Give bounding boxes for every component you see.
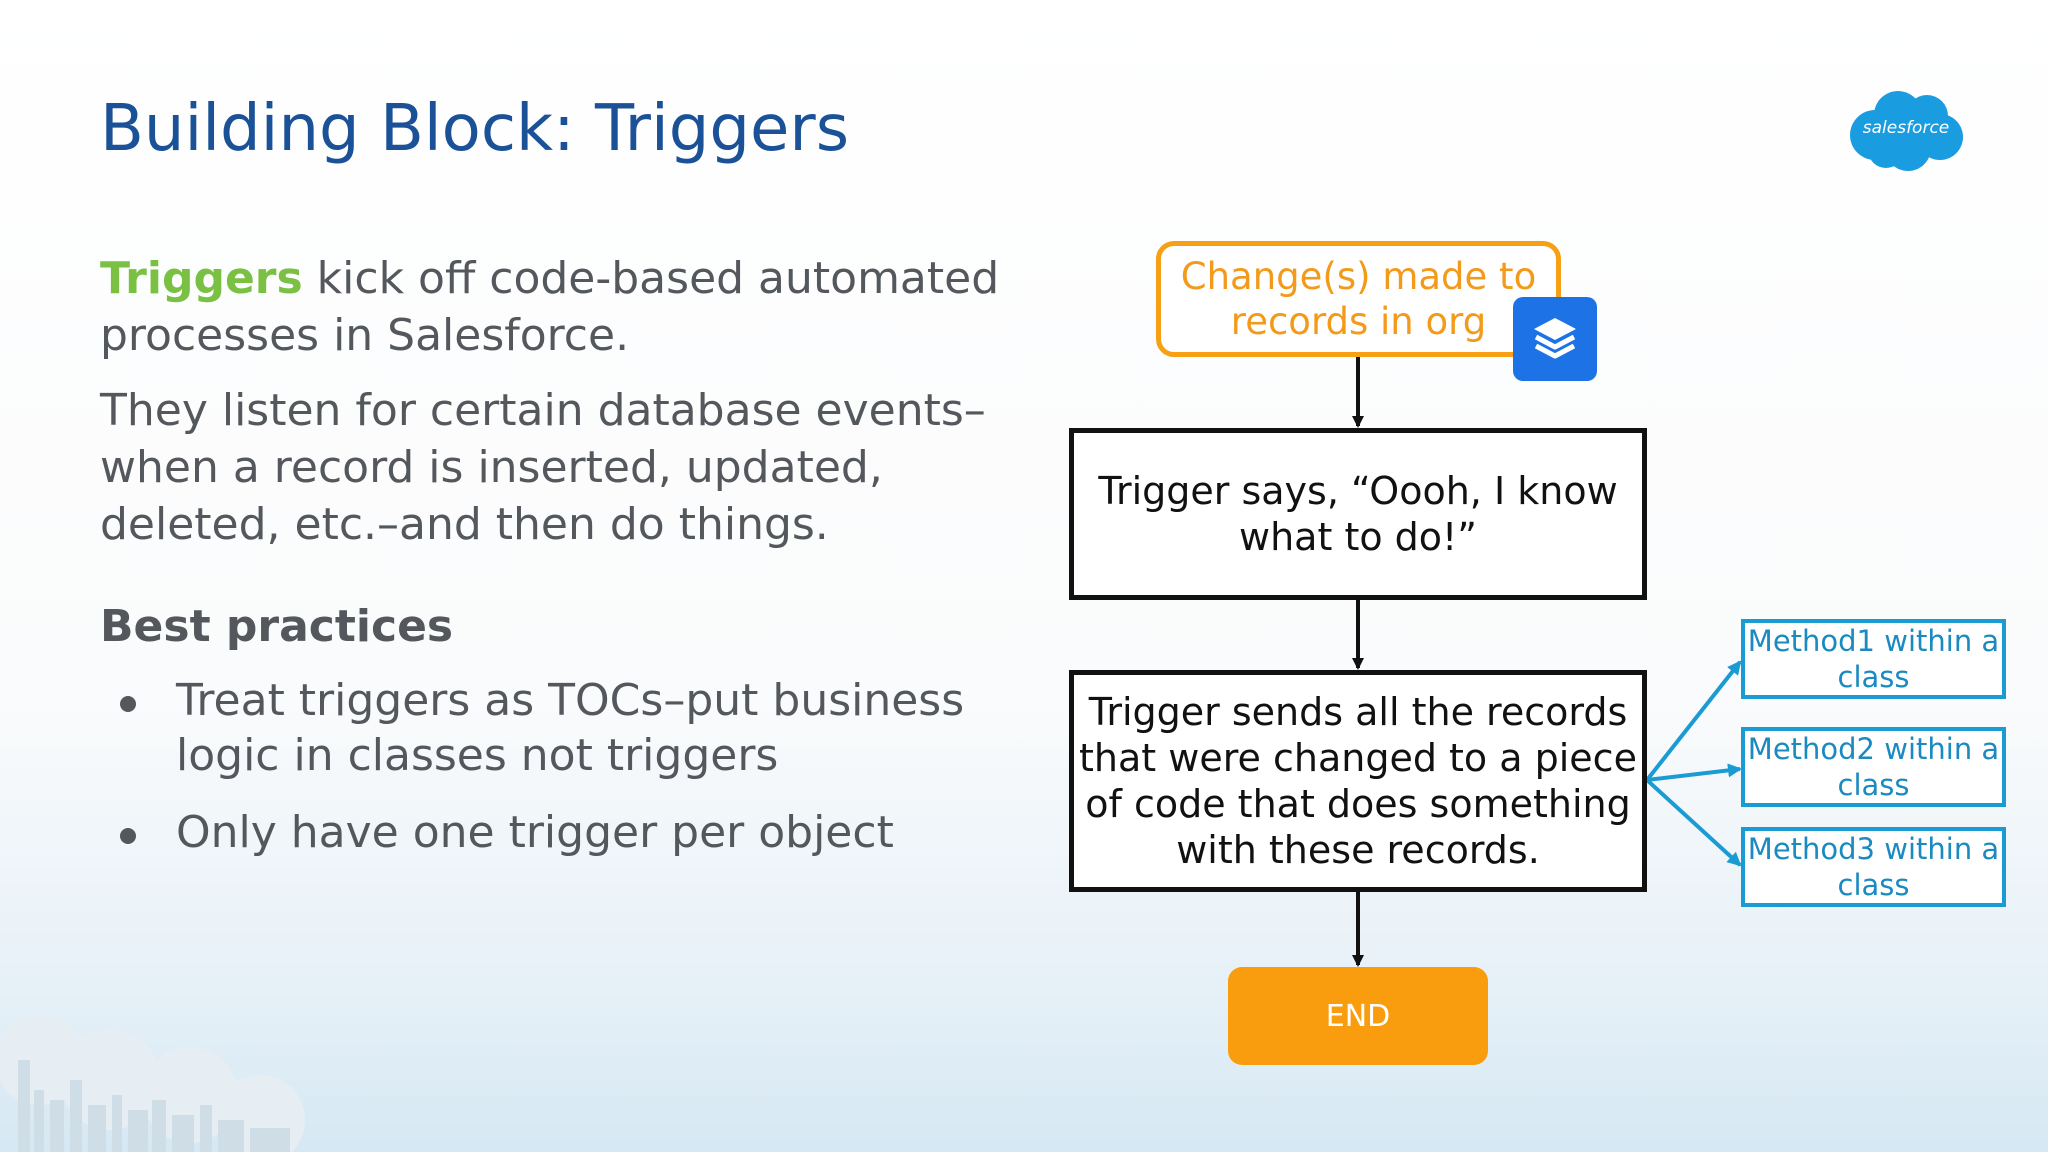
arrow-to-method3 xyxy=(1645,778,1742,867)
description-paragraph: They listen for certain database events–… xyxy=(100,385,986,550)
best-practices-heading: Best practices xyxy=(100,601,454,652)
layers-icon xyxy=(1513,297,1597,381)
method1-node: Method1 within a class xyxy=(1741,619,2006,699)
intro-text: kick off code-based automated processes … xyxy=(100,253,1000,361)
intro-paragraph: Triggers kick off code-based automated p… xyxy=(100,250,1000,364)
salesforce-logo: salesforce xyxy=(1848,90,1964,172)
trigger-node: Trigger says, “Oooh, I know what to do!” xyxy=(1069,428,1647,600)
best-practices-list: Treat triggers as TOCs–put business logi… xyxy=(100,673,1000,860)
triggers-keyword: Triggers xyxy=(100,253,303,304)
start-node: Change(s) made to records in org xyxy=(1156,241,1561,357)
arrow-to-method2 xyxy=(1646,763,1742,782)
method3-node: Method3 within a class xyxy=(1741,827,2006,907)
bullet-dot-icon xyxy=(120,828,136,844)
sends-records-node: Trigger sends all the records that were … xyxy=(1069,670,1647,892)
text-column: Triggers kick off code-based automated p… xyxy=(100,250,1000,860)
method2-node: Method2 within a class xyxy=(1741,727,2006,807)
arrow-to-method1 xyxy=(1645,660,1742,782)
list-item-text: Treat triggers as TOCs–put business logi… xyxy=(176,675,965,781)
list-item: Treat triggers as TOCs–put business logi… xyxy=(100,673,1000,783)
city-skyline-decoration xyxy=(0,1015,305,1152)
slide-title: Building Block: Triggers xyxy=(100,92,850,166)
end-node: END xyxy=(1228,967,1488,1065)
bullet-dot-icon xyxy=(120,696,136,712)
logo-text: salesforce xyxy=(1862,118,1950,138)
layers-glyph xyxy=(1534,318,1576,359)
list-item-text: Only have one trigger per object xyxy=(176,807,894,858)
list-item: Only have one trigger per object xyxy=(100,805,1000,860)
salesforce-cloud-icon xyxy=(1850,91,1963,171)
